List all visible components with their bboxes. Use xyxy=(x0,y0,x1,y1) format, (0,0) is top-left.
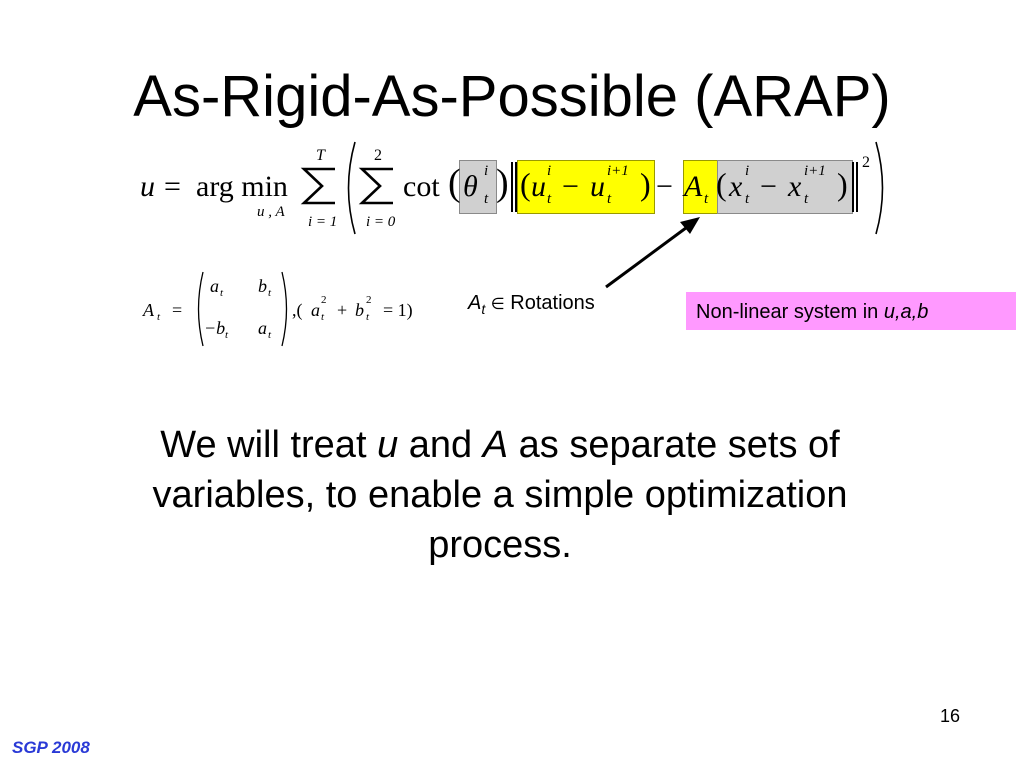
matrix-equals: = xyxy=(172,300,183,320)
constraint-rest: = 1) xyxy=(383,300,413,320)
constraint-a-sub: t xyxy=(321,311,325,323)
theta-sup: i xyxy=(484,163,489,179)
constraint-a: a xyxy=(311,300,320,320)
body-var-u: u xyxy=(377,424,399,466)
matrix-a11-sub: t xyxy=(220,287,224,299)
rotations-text: Rotations xyxy=(510,292,595,314)
formula-x-i1: x xyxy=(788,170,802,203)
formula-minus-3: − xyxy=(760,170,777,203)
formula-A: A xyxy=(684,170,703,203)
u1-sub: t xyxy=(547,191,552,207)
matrix-right-paren-icon xyxy=(281,271,288,347)
matrix-left-paren-icon xyxy=(197,271,204,347)
constraint-plus: + xyxy=(337,300,348,320)
A-sub: t xyxy=(704,191,709,207)
formula-u-i1: u xyxy=(590,170,605,203)
matrix-a11: a xyxy=(210,276,219,296)
big-left-paren-icon xyxy=(347,141,356,235)
norm-bar xyxy=(856,162,858,212)
sum1-top: T xyxy=(316,147,325,164)
u-paren-close: ) xyxy=(640,166,651,202)
formula-argmin-sub: u , A xyxy=(257,204,285,220)
matrix-a21: −b xyxy=(204,318,226,338)
matrix-a22-sub: t xyxy=(268,329,272,341)
norm-bar xyxy=(852,162,854,212)
u-difference-highlight xyxy=(517,160,655,214)
matrix-A: A xyxy=(143,300,154,320)
rotations-label: At ∈ Rotations xyxy=(468,292,595,317)
norm-power: 2 xyxy=(862,154,870,171)
big-right-paren-icon xyxy=(875,141,884,235)
callout-vars: u,a,b xyxy=(883,301,929,323)
u2-sub: t xyxy=(607,191,612,207)
sum2-top: 2 xyxy=(374,147,382,164)
rotations-var-sub: t xyxy=(481,301,486,317)
body-part2: and xyxy=(398,424,483,466)
constraint-open: ,( xyxy=(292,300,303,320)
x2-sup: i+1 xyxy=(804,163,826,179)
sum2-bottom: i = 0 xyxy=(366,214,396,230)
constraint-b-sub: t xyxy=(366,311,370,323)
sum1-bottom: i = 1 xyxy=(308,214,338,230)
constraint-b: b xyxy=(355,300,364,320)
u-paren-open: ( xyxy=(520,166,531,202)
formula-minus-2: − xyxy=(656,170,673,203)
matrix-A-sub: t xyxy=(157,311,161,323)
u2-sup: i+1 xyxy=(607,163,629,179)
callout-text: Non-linear system in xyxy=(696,301,884,323)
x-difference-highlight xyxy=(717,160,853,214)
matrix-a12: b xyxy=(258,276,267,296)
x2-sub: t xyxy=(804,191,809,207)
matrix-a12-sub: t xyxy=(268,287,272,299)
element-of-icon: ∈ xyxy=(490,294,505,313)
body-part3: as separate sets of variables, to enable… xyxy=(152,424,848,566)
constraint-a-sup: 2 xyxy=(321,294,327,306)
summation-icon xyxy=(358,167,393,205)
slide-title: As-Rigid-As-Possible (ARAP) xyxy=(133,64,891,129)
constraint-b-sup: 2 xyxy=(366,294,372,306)
formula-x-i: x xyxy=(729,170,743,203)
body-var-A: A xyxy=(482,424,509,466)
cot-paren-open: ( xyxy=(448,162,461,204)
formula-equals: = xyxy=(164,170,181,203)
body-part1: We will treat xyxy=(160,424,378,466)
summation-icon xyxy=(300,167,335,205)
A-highlight xyxy=(683,160,719,214)
theta-sub: t xyxy=(484,191,489,207)
norm-bar xyxy=(511,162,513,212)
x-paren-open: ( xyxy=(716,166,727,202)
matrix-a22: a xyxy=(258,318,267,338)
formula-minus: − xyxy=(562,170,579,203)
x1-sup: i xyxy=(745,163,750,179)
formula-cot: cot xyxy=(403,170,440,203)
page-number: 16 xyxy=(939,706,961,726)
u1-sup: i xyxy=(547,163,552,179)
nonlinear-callout: Non-linear system in u,a,b xyxy=(686,292,1016,330)
formula-u-i: u xyxy=(531,170,546,203)
formula-argmin: arg min xyxy=(196,170,288,203)
norm-bar xyxy=(515,162,517,212)
formula-theta: θ xyxy=(463,170,478,203)
body-text: We will treat u and A as separate sets o… xyxy=(140,420,860,570)
formula-u: u xyxy=(140,170,155,203)
footer-label: SGP 2008 xyxy=(12,738,90,757)
rotations-var: A xyxy=(468,292,482,314)
x1-sub: t xyxy=(745,191,750,207)
cot-paren-close: ) xyxy=(496,162,509,204)
arrow-icon xyxy=(605,217,700,289)
theta-highlight xyxy=(459,160,497,214)
matrix-a21-sub: t xyxy=(225,329,229,341)
x-paren-close: ) xyxy=(837,166,848,202)
